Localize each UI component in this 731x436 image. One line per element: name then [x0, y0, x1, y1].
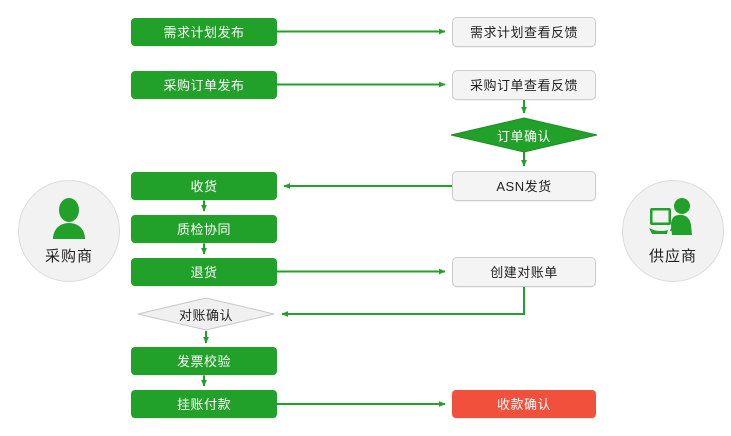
actor-buyer: 采购商: [18, 180, 120, 282]
node-invoice-verification[interactable]: 发票校验: [131, 347, 277, 375]
node-purchase-order-view-feedback[interactable]: 采购订单查看反馈: [452, 70, 596, 100]
diamond-shape: [137, 297, 275, 331]
node-label: 退货: [190, 264, 218, 280]
user-icon: [43, 197, 95, 243]
node-receive-goods[interactable]: 收货: [131, 172, 277, 200]
node-label: 采购订单发布: [163, 77, 245, 93]
user-computer-icon: [647, 197, 699, 243]
node-create-statement[interactable]: 创建对账单: [452, 257, 596, 287]
node-label: 对账确认: [178, 307, 233, 323]
node-label: 质检协同: [176, 221, 231, 237]
node-asn-shipment[interactable]: ASN发货: [452, 171, 596, 201]
node-statement-confirm[interactable]: 对账确认: [137, 297, 275, 331]
node-label: 发票校验: [176, 353, 231, 369]
node-label: 需求计划查看反馈: [469, 24, 578, 40]
node-label: 收货: [190, 178, 218, 194]
node-demand-plan-view-feedback[interactable]: 需求计划查看反馈: [452, 17, 596, 47]
edge-n10-n11: [281, 287, 525, 317]
node-return-goods[interactable]: 退货: [131, 258, 277, 286]
node-demand-plan-publish[interactable]: 需求计划发布: [131, 18, 277, 46]
node-label: 采购订单查看反馈: [469, 77, 578, 93]
node-purchase-order-publish[interactable]: 采购订单发布: [131, 71, 277, 99]
node-label: 需求计划发布: [163, 24, 245, 40]
node-order-confirm[interactable]: 订单确认: [450, 117, 598, 153]
node-label: ASN发货: [496, 178, 552, 194]
actor-supplier: 供应商: [622, 180, 724, 282]
node-account-payment[interactable]: 挂账付款: [131, 390, 277, 418]
actor-supplier-label: 供应商: [648, 247, 697, 265]
node-label: 创建对账单: [490, 264, 558, 280]
node-label: 收款确认: [496, 396, 551, 412]
node-label: 挂账付款: [176, 396, 231, 412]
actor-buyer-label: 采购商: [44, 247, 93, 265]
node-label: 订单确认: [496, 128, 551, 144]
node-payment-confirm[interactable]: 收款确认: [452, 390, 596, 418]
diamond-shape: [450, 117, 598, 153]
node-quality-inspection[interactable]: 质检协同: [131, 215, 277, 243]
